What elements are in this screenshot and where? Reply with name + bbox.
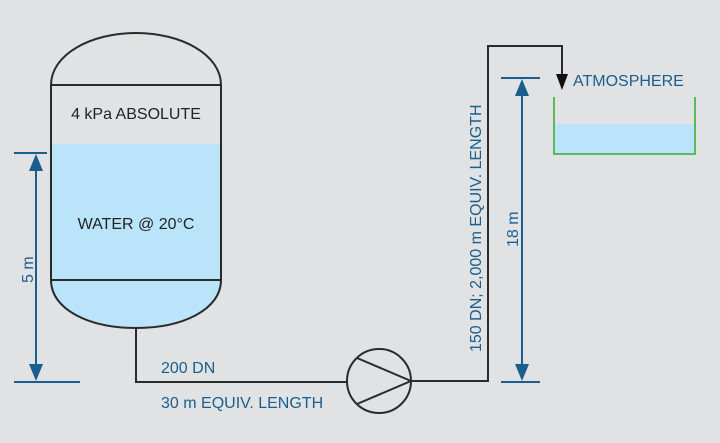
dimension-arrow-up-icon	[29, 154, 43, 171]
dimension-arrow-down-icon	[515, 364, 529, 381]
reservoir-walls	[553, 97, 696, 155]
discharge-height-label: 18 m	[505, 211, 522, 247]
discharge-pipe-line	[411, 45, 563, 382]
pump-casing	[346, 348, 412, 414]
dimension-arrow-down-icon	[29, 364, 43, 381]
discharge-pipe: 150 DN; 2,000 m EQUIV. LENGTH	[411, 45, 568, 382]
dimension-label-bg	[504, 206, 519, 248]
tank-fluid-label: WATER @ 20°C	[78, 216, 195, 233]
supply-tank: 4 kPa ABSOLUTE WATER @ 20°C	[50, 31, 222, 330]
suction-height-dimension: 5 m	[14, 152, 80, 383]
discharge-pipe-label: 150 DN; 2,000 m EQUIV. LENGTH	[468, 104, 485, 352]
pump-impeller-line-bottom	[356, 380, 412, 405]
receiving-reservoir: ATMOSPHERE	[553, 73, 696, 155]
tank-top-dome	[50, 31, 222, 86]
discharge-arrow-icon	[556, 74, 568, 90]
suction-pipe-size-label: 200 DN	[161, 360, 215, 377]
tank-water	[52, 144, 220, 328]
dimension-arrow-up-icon	[515, 79, 529, 96]
suction-height-label: 5 m	[20, 256, 37, 283]
tank-pressure-label: 4 kPa ABSOLUTE	[71, 106, 201, 123]
pump-impeller-line-top	[356, 357, 412, 382]
pump	[346, 348, 412, 414]
suction-pipe-line	[135, 328, 347, 383]
discharge-height-dimension: 18 m	[501, 77, 540, 383]
suction-pipe-length-label: 30 m EQUIV. LENGTH	[161, 395, 323, 412]
dimension-label-bg	[20, 246, 34, 284]
reservoir-atmosphere-label: ATMOSPHERE	[573, 73, 684, 90]
suction-pipe: 200 DN 30 m EQUIV. LENGTH	[135, 328, 347, 412]
reservoir-water	[555, 124, 694, 154]
